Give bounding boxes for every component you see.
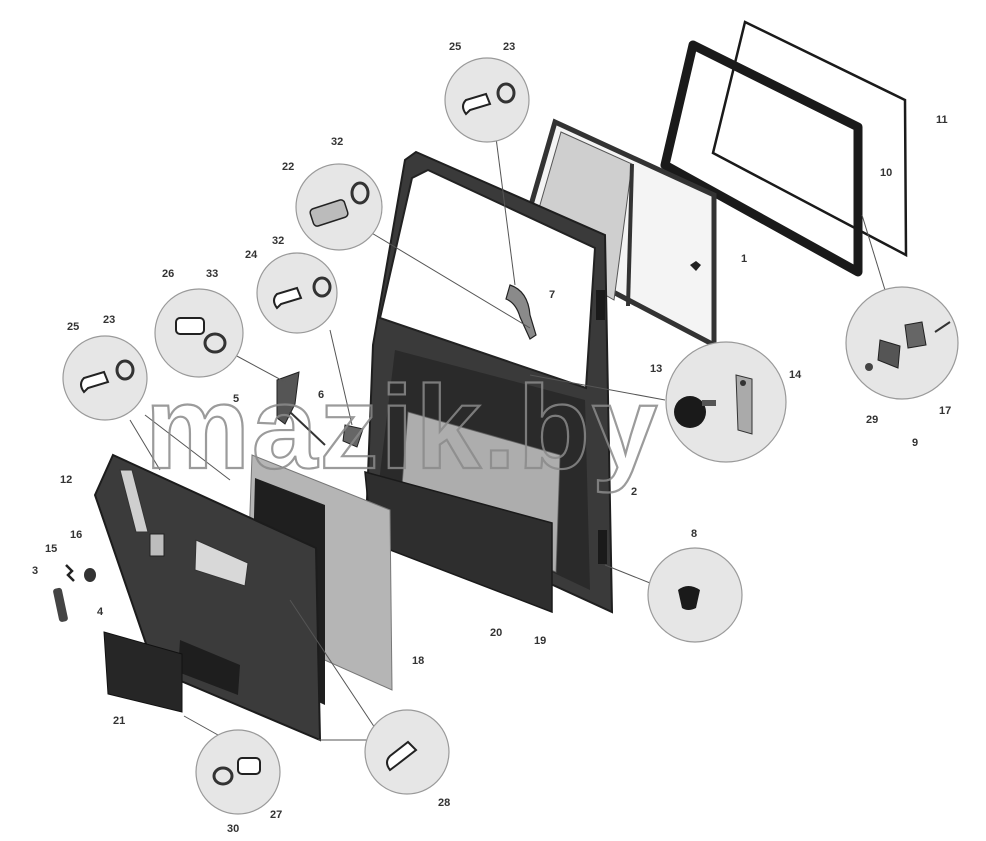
label-17: 17 [939,405,951,417]
detail-bolt-22-32 [295,163,383,251]
detail-bolt-25-23-left [62,335,148,421]
latch-rod-6 [289,411,364,448]
label-4: 4 [97,606,104,618]
label-23-left: 23 [103,314,115,326]
detail-clip-29-9-17 [845,286,959,400]
callout-labels: 1 2 3 4 5 6 7 8 9 10 11 12 13 14 15 16 1… [32,41,951,835]
window-gasket-outline [711,20,908,258]
detail-bolt-25-23-top [444,57,530,143]
label-30: 30 [227,823,239,835]
leader-lines [129,129,886,741]
label-23-top: 23 [503,41,515,53]
lever-part-3 [53,587,68,622]
label-24: 24 [245,249,258,261]
label-15: 15 [45,543,57,555]
detail-knob-13-14 [665,341,787,463]
outer-handle-7 [505,284,537,340]
detail-cap-8 [647,547,743,643]
label-11: 11 [936,114,948,126]
label-32-top: 32 [331,136,343,148]
label-32-mid: 32 [272,235,284,247]
label-10: 10 [880,167,892,179]
label-22: 22 [282,161,294,173]
label-16: 16 [70,529,82,541]
label-12: 12 [60,474,72,486]
detail-bolt-26-33 [154,288,244,378]
label-20: 20 [490,627,502,639]
label-33: 33 [206,268,218,280]
label-9: 9 [912,437,918,449]
window-seal-frame [660,40,863,277]
label-25-top: 25 [449,41,461,53]
label-28: 28 [438,797,450,809]
label-13: 13 [650,363,662,375]
label-3: 3 [32,565,38,577]
label-1: 1 [741,253,747,265]
label-26: 26 [162,268,174,280]
label-25-left: 25 [67,321,79,333]
label-18: 18 [412,655,424,667]
pocket-cover [103,631,183,713]
detail-bolt-24-32 [256,252,338,334]
door-trim-panel [93,453,322,742]
label-19: 19 [534,635,546,647]
label-29: 29 [866,414,878,426]
label-14: 14 [789,369,802,381]
label-21: 21 [113,715,125,727]
label-5: 5 [233,393,239,405]
detail-bolt-28 [364,709,450,795]
detail-bolt-27-30 [195,729,281,815]
label-6: 6 [318,389,324,401]
knob-part-16 [84,568,96,582]
label-7: 7 [549,289,555,301]
label-27: 27 [270,809,282,821]
watermark-text: mazik.by [145,362,659,494]
label-2: 2 [631,486,637,498]
latch-bracket-5 [276,371,300,425]
label-8: 8 [691,528,697,540]
spring-part-15 [65,564,75,582]
